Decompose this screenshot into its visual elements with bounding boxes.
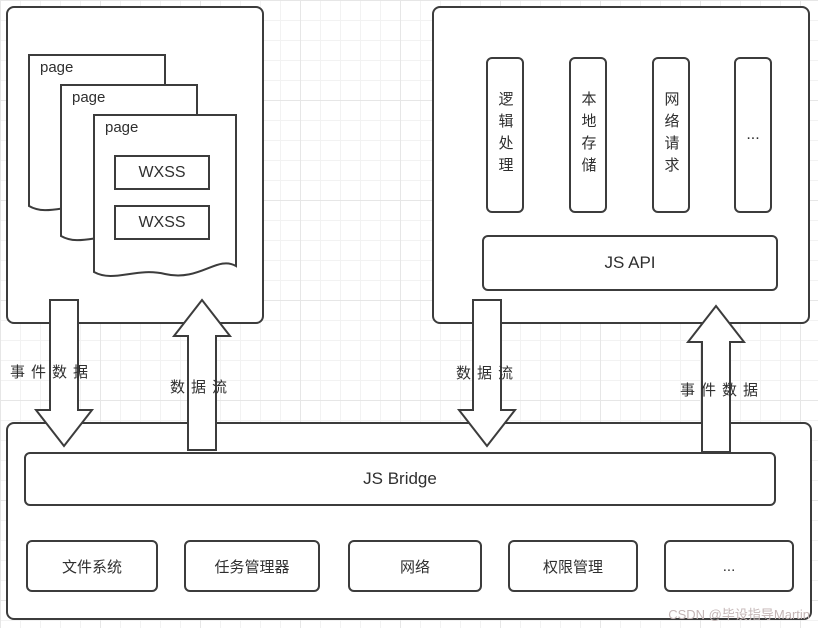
arrow-label-data-flow-left: 数据流 xyxy=(170,379,234,396)
page-label: page xyxy=(40,59,74,76)
page-label: page xyxy=(72,89,106,106)
module-label: 逻辑处理 xyxy=(496,91,514,179)
wxss-box-1: WXSS xyxy=(114,155,210,190)
arrow-label-data-flow-right: 数据流 xyxy=(456,365,520,382)
module-label: 网络请求 xyxy=(662,91,680,179)
module-file-system: 文件系统 xyxy=(26,540,158,592)
page-document-3: page xyxy=(93,114,237,286)
wxss-box-2: WXSS xyxy=(114,205,210,240)
arrow-label-event-data-left: 事件数据 xyxy=(10,364,95,381)
module-label: ... xyxy=(746,126,760,143)
module-permission-management: 权限管理 xyxy=(508,540,638,592)
page-label: page xyxy=(105,119,139,136)
js-bridge-box: JS Bridge xyxy=(24,452,776,506)
page-document-shape xyxy=(93,114,237,277)
module-label: 本地存储 xyxy=(579,91,597,179)
module-network-request: 网络请求 xyxy=(652,57,690,213)
module-task-manager: 任务管理器 xyxy=(184,540,320,592)
module-ellipsis-bottom: ... xyxy=(664,540,794,592)
module-network: 网络 xyxy=(348,540,482,592)
arrow-label-event-data-right: 事件数据 xyxy=(680,382,765,399)
module-ellipsis: ... xyxy=(734,57,772,213)
module-logic-processing: 逻辑处理 xyxy=(486,57,524,213)
watermark: CSDN @毕设指导Martin xyxy=(668,607,810,622)
js-api-box: JS API xyxy=(482,235,778,291)
module-local-storage: 本地存储 xyxy=(569,57,607,213)
